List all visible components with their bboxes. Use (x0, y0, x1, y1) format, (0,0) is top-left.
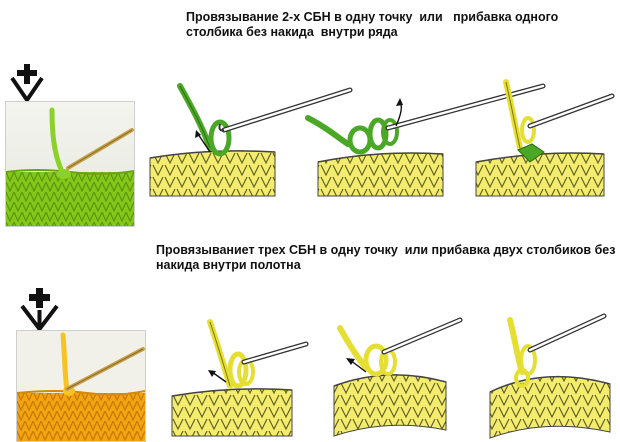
increase-one-sc-symbol-icon (10, 64, 44, 104)
increase-two-sc-symbol-icon (20, 288, 59, 332)
section-1-step-diagrams (149, 79, 615, 197)
orange-crochet-sample-photo (16, 330, 146, 442)
section-2-figure-1 (171, 319, 309, 437)
section-1-figure-1 (149, 83, 353, 197)
section-1-caption-line-2: столбика без накида внутри ряда (186, 25, 398, 39)
section-1-figure-3 (475, 79, 615, 197)
section-2-caption: Провязываниет трех СБН в одну точку или … (156, 243, 615, 273)
section-2-step-diagrams (171, 313, 611, 439)
green-crochet-sample-photo (5, 101, 135, 227)
section-2-figure-2 (333, 317, 463, 437)
section-1-caption-line-1: Провязывание 2-х СБН в одну точку или пр… (186, 10, 559, 24)
section-2-caption-line-1: Провязываниет трех СБН в одну точку или … (156, 243, 616, 257)
section-2-figure-3 (489, 313, 611, 439)
section-2-caption-line-2: накида внутри полотна (156, 258, 301, 272)
section-1-figure-2 (305, 83, 546, 197)
section-1-caption: Провязывание 2-х СБН в одну точку или пр… (186, 10, 558, 40)
